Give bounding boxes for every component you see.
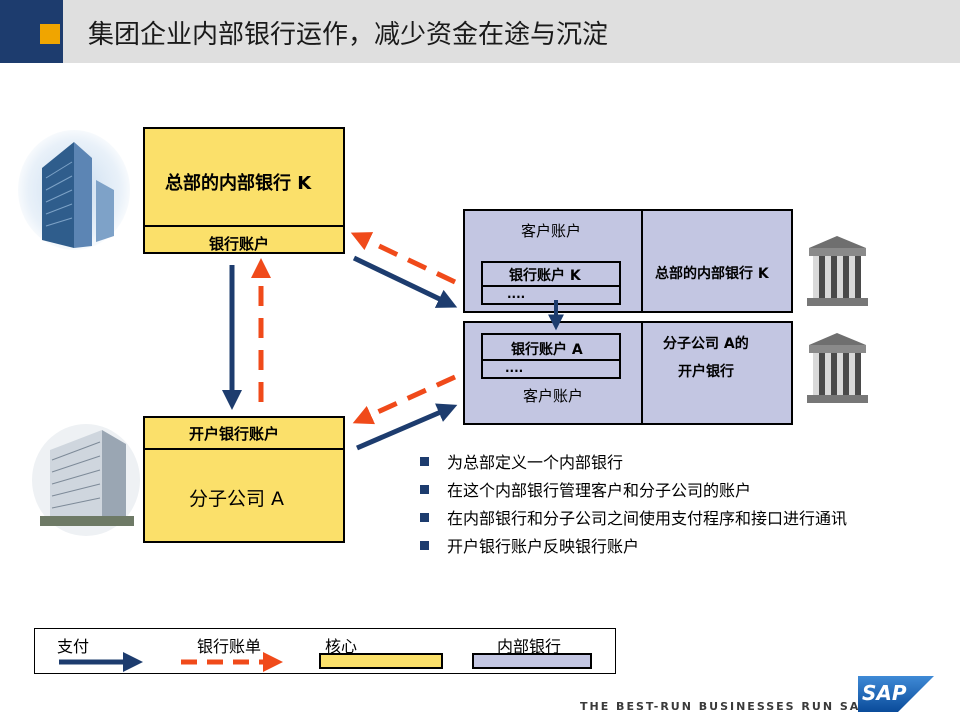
hq-inhouse-bank-box: 总部的内部银行 K 银行账户 [143, 127, 345, 254]
divider [483, 359, 619, 361]
payment-arrow-hq-to-inhouse [352, 255, 458, 308]
account-a-dots: .... [505, 361, 524, 375]
bullet-icon [420, 485, 429, 494]
bullet-icon [420, 457, 429, 466]
bullet-text: 在内部银行和分子公司之间使用支付程序和接口进行通讯 [447, 509, 848, 528]
bullet-text: 为总部定义一个内部银行 [447, 453, 624, 472]
bullet-item: 在内部银行和分子公司之间使用支付程序和接口进行通讯 [420, 505, 847, 529]
hq-title: 总部的内部银行 K [165, 173, 312, 194]
divider [145, 225, 343, 227]
inhouse-bank-panel-top: 客户账户 银行账户 K .... 总部的内部银行 K [463, 209, 793, 313]
hq-bank-label: 总部的内部银行 K [655, 266, 769, 282]
divider [641, 323, 643, 423]
sap-logo: SAP [858, 676, 934, 714]
header-square-icon [40, 24, 60, 44]
account-k-dots: .... [507, 287, 526, 301]
legend-core-label: 核心 [325, 637, 358, 656]
bullet-item: 开户银行账户反映银行账户 [420, 533, 639, 557]
bullet-text: 在这个内部银行管理客户和分子公司的账户 [447, 481, 752, 500]
legend-core-swatch [319, 653, 443, 669]
legend-inhouse-label: 内部银行 [497, 637, 562, 656]
divider [641, 211, 643, 311]
account-a-label: 银行账户 A [511, 342, 583, 358]
skyscraper-icon [18, 130, 130, 250]
subsidiary-box: 开户银行账户 分子公司 A [143, 416, 345, 543]
hq-account-label: 银行账户 [209, 235, 270, 253]
legend-inhouse-swatch [472, 653, 592, 669]
account-k-label: 银行账户 K [509, 268, 581, 284]
legend-swatches [59, 652, 283, 672]
footer-slogan: THE BEST-RUN BUSINESSES RUN SAP [580, 700, 871, 713]
header-bar [0, 0, 960, 63]
legend: 支付 银行账单 核心 内部银行 [34, 628, 616, 674]
sap-logo-text: SAP [862, 681, 907, 705]
inhouse-bank-panel-bottom: 银行账户 A .... 客户账户 分子公司 A的 开户银行 [463, 321, 793, 425]
sub-title: 分子公司 A [189, 488, 285, 510]
legend-statement-label: 银行账单 [197, 637, 262, 656]
sub-bank-label-line1: 分子公司 A的 [663, 336, 749, 352]
account-k-box: 银行账户 K .... [481, 261, 621, 305]
bank-building-icon [807, 234, 868, 306]
sap-logo-icon [858, 676, 934, 712]
bullet-icon [420, 513, 429, 522]
account-a-box: 银行账户 A .... [481, 333, 621, 379]
customer-account-label: 客户账户 [523, 387, 584, 405]
office-building-icon [32, 424, 140, 536]
payment-arrow-sub-to-inhouse [356, 403, 458, 451]
bullet-item: 为总部定义一个内部银行 [420, 449, 623, 473]
legend-payment-label: 支付 [57, 637, 90, 656]
customer-account-label: 客户账户 [521, 222, 582, 240]
bullet-item: 在这个内部银行管理客户和分子公司的账户 [420, 477, 751, 501]
statement-arrow-inhouse-to-sub [352, 374, 457, 425]
bank-building-icon [807, 331, 868, 403]
divider [145, 448, 343, 450]
statement-arrow-inhouse-to-hq [350, 232, 457, 285]
bullet-icon [420, 541, 429, 550]
divider [483, 285, 619, 287]
sub-bank-label-line2: 开户银行 [678, 364, 734, 380]
slide-title: 集团企业内部银行运作，减少资金在途与沉淀 [88, 20, 609, 50]
bullet-text: 开户银行账户反映银行账户 [447, 537, 640, 556]
sub-account-label: 开户银行账户 [189, 425, 280, 443]
